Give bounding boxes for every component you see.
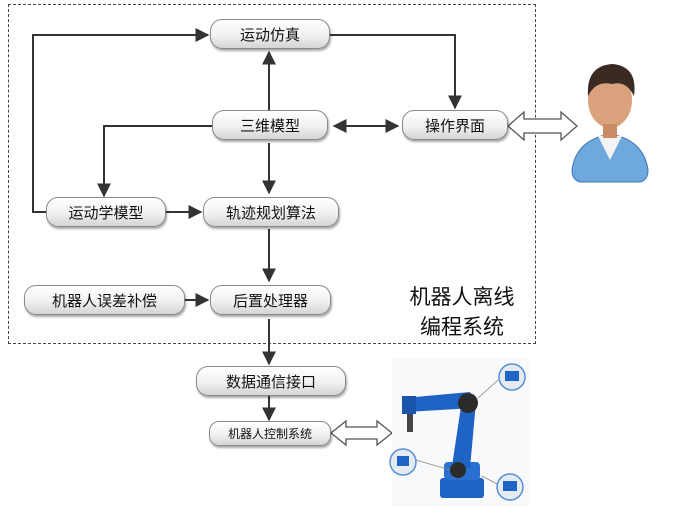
node-robot-control-system: 机器人控制系统 — [209, 421, 331, 446]
node-data-comm-interface: 数据通信接口 — [196, 366, 346, 396]
node-3d-model: 三维模型 — [212, 110, 328, 140]
system-label-line1: 机器人离线 — [409, 285, 515, 309]
user-avatar-icon — [571, 64, 649, 183]
node-post-processor: 后置处理器 — [210, 285, 331, 315]
arrow-model-to-kin — [97, 125, 212, 198]
arrow-sim-to-ui — [330, 34, 462, 110]
arrow-kin-to-sim — [32, 28, 210, 213]
system-label: 机器人离线 编程系统 — [392, 282, 532, 342]
system-label-line2: 编程系统 — [420, 315, 504, 339]
node-trajectory-planning: 轨迹规划算法 — [203, 197, 339, 227]
node-error-compensation: 机器人误差补偿 — [24, 285, 185, 315]
double-arrow-ctrl-robot — [329, 419, 394, 447]
double-arrow-ui-user — [507, 110, 578, 142]
industrial-robot-arm-image — [389, 358, 529, 507]
node-operation-interface: 操作界面 — [402, 110, 508, 140]
offline-programming-boundary — [8, 4, 536, 344]
node-kinematics-model: 运动学模型 — [46, 197, 166, 227]
node-motion-simulation: 运动仿真 — [210, 19, 330, 49]
